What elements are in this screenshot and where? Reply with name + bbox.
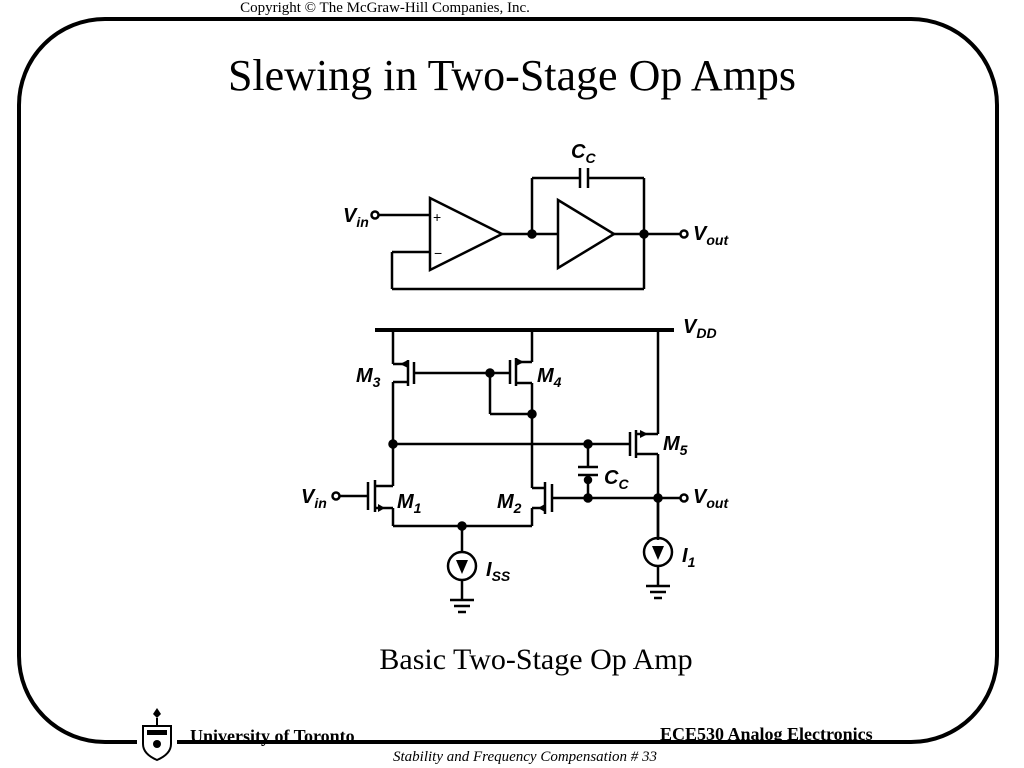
diagram-caption: Basic Two-Stage Op Amp (379, 643, 693, 676)
m4-source-arrow (516, 358, 524, 366)
block-vout-label: Vout (693, 223, 729, 248)
m4-transistor (508, 330, 534, 488)
m1-source-arrow (378, 504, 385, 512)
minus-sign: − (434, 245, 442, 261)
cc-label: CC (604, 467, 629, 492)
i1-label: I1 (682, 545, 696, 570)
block-diagram (370, 168, 689, 291)
footer-university: University of Toronto (190, 726, 355, 746)
m3-transistor (391, 330, 416, 444)
iss-label: ISS (486, 559, 511, 584)
m1-label: M1 (397, 491, 422, 516)
m3-source-arrow (400, 360, 408, 368)
vout-label: Vout (693, 486, 729, 511)
first-stage-amp (428, 195, 505, 273)
vdd-label: VDD (683, 316, 717, 341)
m2-transistor (530, 482, 560, 526)
footer-course: ECE530 Analog Electronics (660, 724, 873, 744)
m2-source-arrow (538, 504, 545, 512)
university-crest-icon (137, 706, 177, 766)
slide-title: Slewing in Two-Stage Op Amps (227, 51, 797, 100)
transistor-diagram (331, 328, 689, 614)
second-stage-amp (556, 197, 617, 271)
m3-label: M3 (356, 365, 381, 390)
copyright-notice: Copyright © The McGraw-Hill Companies, I… (240, 0, 530, 16)
m2-label: M2 (497, 491, 522, 516)
block-cc-label: CC (571, 141, 596, 166)
m5-label: M5 (663, 433, 688, 458)
slide-frame (17, 17, 999, 744)
m4-label: M4 (537, 365, 562, 390)
vin-label: Vin (301, 486, 327, 511)
iss-arrow (456, 560, 468, 574)
m5-source-arrow (640, 430, 648, 438)
footer-subtitle: Stability and Frequency Compensation # 3… (360, 749, 690, 766)
i1-arrow (652, 546, 664, 560)
block-vin-label: Vin (343, 205, 369, 230)
m1-transistor (331, 444, 395, 526)
plus-sign: + (433, 209, 441, 225)
